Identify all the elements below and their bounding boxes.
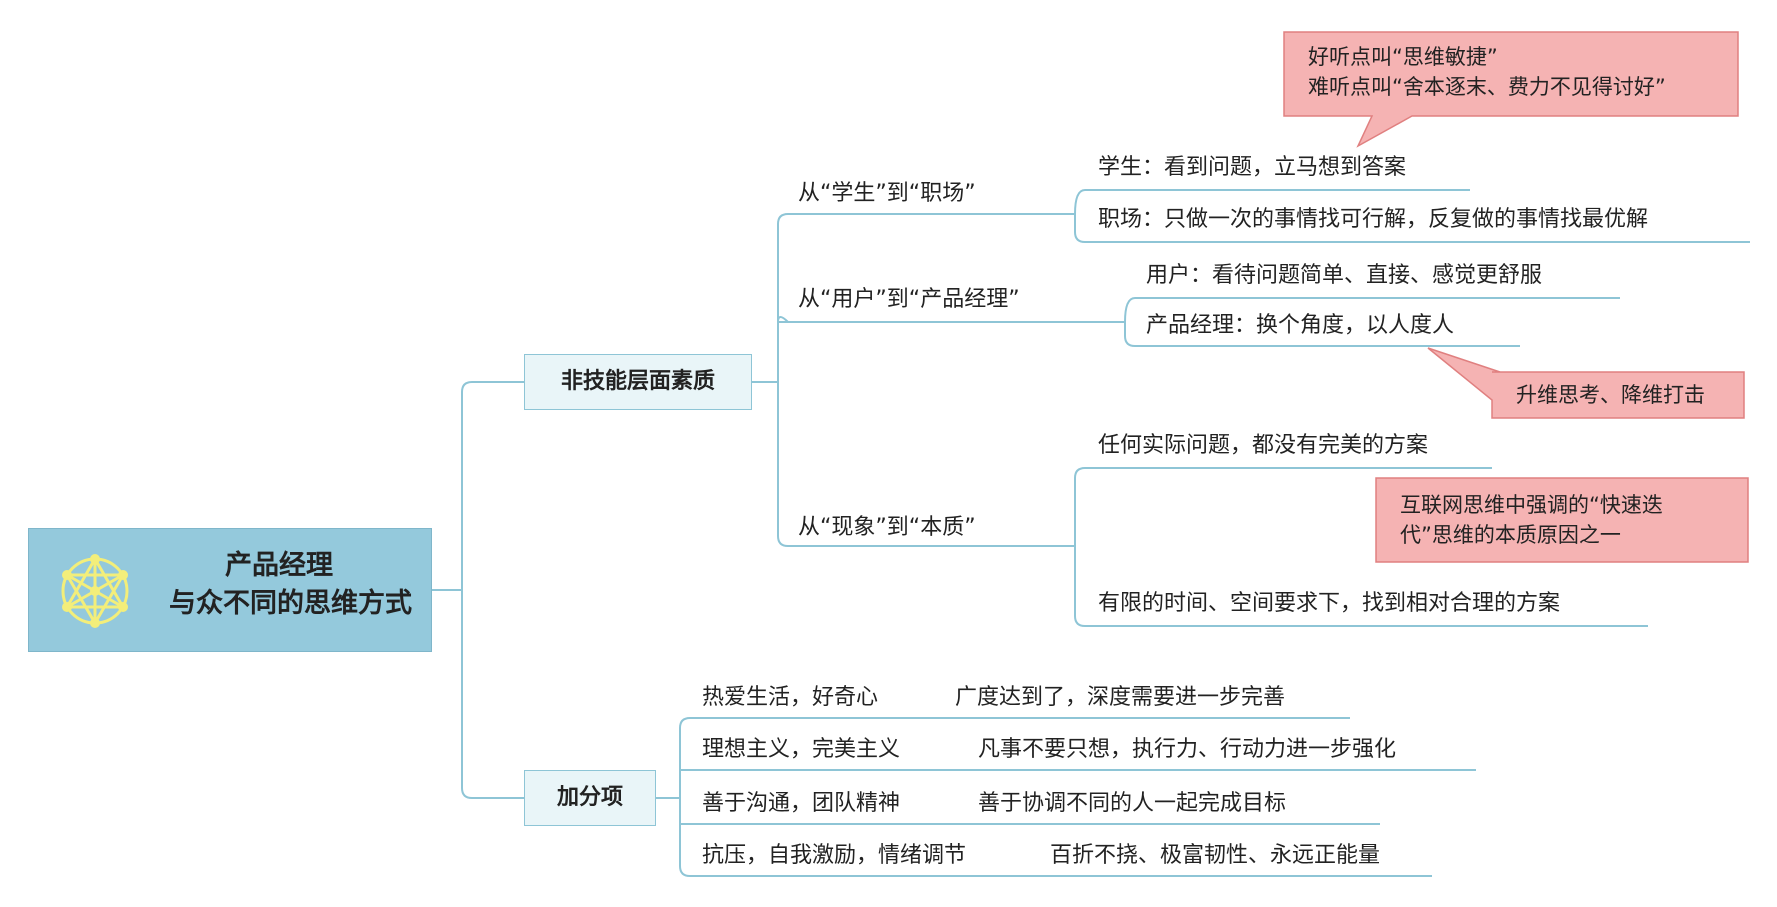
item-reasonable-solution[interactable]: 有限的时间、空间要求下，找到相对合理的方案 xyxy=(1098,591,1561,616)
connector-nontech-topics xyxy=(777,213,1125,547)
item-product-manager[interactable]: 产品经理：换个角度，以人度人 xyxy=(1146,313,1455,338)
item-no-perfect-solution[interactable]: 任何实际问题，都没有完美的方案 xyxy=(1098,433,1429,458)
item-student[interactable]: 学生：看到问题，立马想到答案 xyxy=(1098,155,1407,180)
connector-topic3-items xyxy=(1074,467,1648,627)
bonus-comment-1[interactable]: 广度达到了，深度需要进一步完善 xyxy=(955,685,1286,710)
bonus-comment-3[interactable]: 善于协调不同的人一起完成目标 xyxy=(978,791,1287,816)
connector-bonus-rows xyxy=(679,717,1476,877)
root-node[interactable]: 产品经理 与众不同的思维方式 xyxy=(28,528,432,652)
root-title: 产品经理 与众不同的思维方式 xyxy=(169,547,429,623)
callout-note-2-line1: 升维思考、降维打击 xyxy=(1516,383,1705,407)
bonus-comment-2[interactable]: 凡事不要只想，执行力、行动力进一步强化 xyxy=(978,737,1397,762)
callout-note-3 xyxy=(1375,477,1749,563)
root-title-line2: 与众不同的思维方式 xyxy=(169,588,412,619)
connector-topic1-items xyxy=(1074,189,1750,243)
bonus-comment-4[interactable]: 百折不挠、极富韧性、永远正能量 xyxy=(1050,843,1381,868)
callout-note-1-line2: 难听点叫“舍本逐末、费力不见得讨好” xyxy=(1308,75,1666,99)
callout-note-2 xyxy=(1427,347,1745,419)
network-icon xyxy=(61,554,129,628)
item-user[interactable]: 用户：看待问题简单、直接、感觉更舒服 xyxy=(1146,263,1543,288)
topic-student-work[interactable]: 从“学生”到“职场” xyxy=(798,181,976,206)
topic-user-pm[interactable]: 从“用户”到“产品经理” xyxy=(798,287,1020,312)
callout-shapes xyxy=(1283,31,1749,563)
bonus-trait-1[interactable]: 热爱生活，好奇心 xyxy=(702,685,879,710)
item-workplace[interactable]: 职场：只做一次的事情找可行解，反复做的事情找最优解 xyxy=(1098,207,1649,232)
root-title-line1: 产品经理 xyxy=(225,550,333,581)
callout-note-3-line1: 互联网思维中强调的“快速迭 xyxy=(1400,493,1663,517)
callout-note-1 xyxy=(1283,31,1739,148)
callout-note-2-text: 升维思考、降维打击 xyxy=(1516,380,1705,410)
branch-bonus[interactable]: 加分项 xyxy=(524,770,656,826)
connector-root-branches xyxy=(461,381,524,799)
bonus-trait-4[interactable]: 抗压，自我激励，情绪调节 xyxy=(702,843,967,868)
callout-note-3-text: 互联网思维中强调的“快速迭 代”思维的本质原因之一 xyxy=(1400,490,1663,550)
topic-phenomenon-essence[interactable]: 从“现象”到“本质” xyxy=(798,515,976,540)
callout-note-3-line2: 代”思维的本质原因之一 xyxy=(1400,523,1621,547)
branch-nontech[interactable]: 非技能层面素质 xyxy=(524,354,752,410)
bonus-trait-2[interactable]: 理想主义，完美主义 xyxy=(702,737,901,762)
connector-topic2-items xyxy=(1124,297,1620,347)
callout-note-1-line1: 好听点叫“思维敏捷” xyxy=(1308,45,1498,69)
bonus-trait-3[interactable]: 善于沟通，团队精神 xyxy=(702,791,901,816)
callout-note-1-text: 好听点叫“思维敏捷” 难听点叫“舍本逐末、费力不见得讨好” xyxy=(1308,42,1666,102)
